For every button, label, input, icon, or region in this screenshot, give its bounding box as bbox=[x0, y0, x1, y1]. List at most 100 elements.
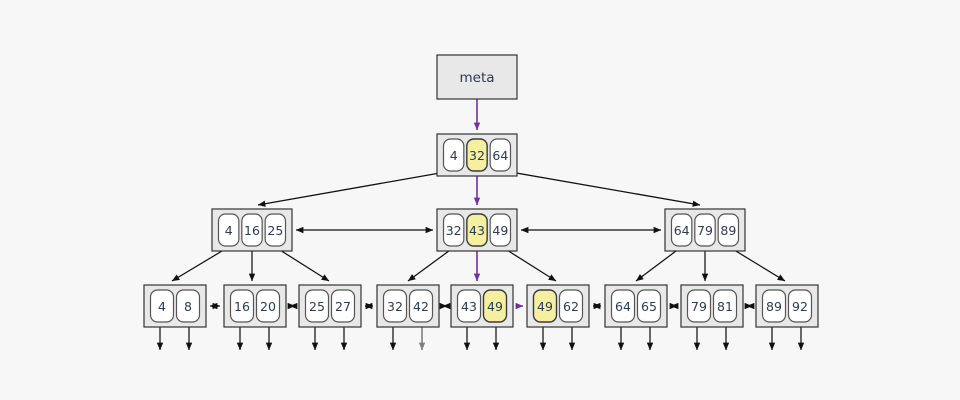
key-cell[interactable]: 49 bbox=[489, 213, 512, 247]
edges-root-to-internal bbox=[257, 169, 701, 207]
key-cell[interactable]: 16 bbox=[241, 213, 263, 247]
key-cell-label: 16 bbox=[234, 299, 250, 314]
key-cell[interactable]: 92 bbox=[787, 289, 813, 323]
key-cell[interactable]: 8 bbox=[175, 289, 201, 323]
key-cell-box bbox=[229, 289, 255, 323]
key-cell-box bbox=[636, 289, 662, 323]
key-cell-label: 89 bbox=[766, 299, 782, 314]
tree-node-leaf-3[interactable]: 25 27 bbox=[298, 284, 362, 328]
key-cell[interactable]: 64 bbox=[610, 289, 636, 323]
key-cell[interactable]: 89 bbox=[761, 289, 787, 323]
key-cell[interactable]: 25 bbox=[264, 213, 287, 247]
key-cell-label: 64 bbox=[492, 148, 508, 163]
key-cell[interactable]: 42 bbox=[408, 289, 434, 323]
key-cell-label: 27 bbox=[335, 299, 351, 314]
key-cell[interactable]: 4 bbox=[442, 138, 465, 172]
key-cell[interactable]: 32 bbox=[442, 213, 465, 247]
tree-node-root[interactable]: 4 32 64 bbox=[436, 133, 518, 177]
key-cell[interactable]: 79 bbox=[694, 213, 716, 247]
key-cell-label: 64 bbox=[674, 223, 690, 238]
meta-node[interactable]: meta bbox=[436, 54, 518, 100]
key-cell-box bbox=[712, 289, 738, 323]
key-cell-label: 49 bbox=[492, 223, 508, 238]
key-cell-highlighted bbox=[532, 289, 558, 323]
key-cell-label: 92 bbox=[792, 299, 808, 314]
key-cell[interactable]: 4 bbox=[149, 289, 175, 323]
key-cell[interactable]: 65 bbox=[636, 289, 662, 323]
key-cell-label: 89 bbox=[720, 223, 736, 238]
key-cell-box bbox=[304, 289, 330, 323]
key-cell-label: 16 bbox=[244, 223, 260, 238]
key-cell-label: 43 bbox=[461, 299, 477, 314]
key-cell-label: 49 bbox=[487, 299, 503, 314]
tree-node-leaf-7[interactable]: 64 65 bbox=[604, 284, 668, 328]
key-cell-box bbox=[442, 138, 465, 172]
key-cell-box bbox=[255, 289, 281, 323]
key-cell-highlighted bbox=[466, 213, 488, 247]
key-cell-box bbox=[761, 289, 787, 323]
key-cell-box bbox=[456, 289, 482, 323]
key-cell-label: 25 bbox=[267, 223, 283, 238]
key-cell[interactable]: 89 bbox=[717, 213, 740, 247]
key-cell-label: 32 bbox=[446, 223, 462, 238]
key-cell-box bbox=[408, 289, 434, 323]
key-cell-box bbox=[717, 213, 740, 247]
key-cell-box bbox=[670, 213, 693, 247]
key-cell-label: 4 bbox=[225, 223, 233, 238]
key-cell-label: 81 bbox=[717, 299, 733, 314]
key-cell-highlighted bbox=[482, 289, 508, 323]
key-cell[interactable]: 20 bbox=[255, 289, 281, 323]
key-cell-label: 79 bbox=[691, 299, 707, 314]
key-cell[interactable]: 43 bbox=[456, 289, 482, 323]
tree-node-leaf-9[interactable]: 89 92 bbox=[755, 284, 819, 328]
tree-node-leaf-5[interactable]: 43 49 bbox=[450, 284, 514, 328]
key-cell-box bbox=[175, 289, 201, 323]
key-cell-label: 4 bbox=[158, 299, 166, 314]
key-cell[interactable]: 16 bbox=[229, 289, 255, 323]
key-cell-box bbox=[686, 289, 712, 323]
key-cell-label: 20 bbox=[260, 299, 276, 314]
key-cell-label: 62 bbox=[563, 299, 579, 314]
key-cell-box bbox=[787, 289, 813, 323]
key-cell[interactable]: 43 bbox=[466, 213, 488, 247]
tree-node-leaf-8[interactable]: 79 81 bbox=[680, 284, 744, 328]
tree-node-leaf-6[interactable]: 49 62 bbox=[526, 284, 590, 328]
key-cell[interactable]: 25 bbox=[304, 289, 330, 323]
key-cell-label: 64 bbox=[615, 299, 631, 314]
tree-node-leaf-4[interactable]: 32 42 bbox=[376, 284, 440, 328]
key-cell[interactable]: 32 bbox=[466, 138, 488, 172]
key-cell[interactable]: 49 bbox=[532, 289, 558, 323]
key-cell-box bbox=[694, 213, 716, 247]
key-cell-label: 32 bbox=[469, 148, 485, 163]
key-cell-box bbox=[489, 213, 512, 247]
key-cell[interactable]: 62 bbox=[558, 289, 584, 323]
key-cell[interactable]: 79 bbox=[686, 289, 712, 323]
key-cell-label: 65 bbox=[641, 299, 657, 314]
key-cell[interactable]: 32 bbox=[382, 289, 408, 323]
key-cell-label: 43 bbox=[469, 223, 485, 238]
key-cell[interactable]: 27 bbox=[330, 289, 356, 323]
key-cell-label: 49 bbox=[537, 299, 553, 314]
key-cell-box bbox=[442, 213, 465, 247]
tree-node-internal-mid[interactable]: 32 43 49 bbox=[436, 208, 518, 252]
key-cell[interactable]: 81 bbox=[712, 289, 738, 323]
key-cell-box bbox=[149, 289, 175, 323]
key-cell-label: 32 bbox=[387, 299, 403, 314]
tree-node-internal-right[interactable]: 64 79 89 bbox=[664, 208, 746, 252]
key-cell-label: 42 bbox=[413, 299, 429, 314]
key-cell[interactable]: 64 bbox=[489, 138, 512, 172]
key-cell-highlighted bbox=[466, 138, 488, 172]
key-cell[interactable]: 4 bbox=[217, 213, 240, 247]
tree-node-internal-left[interactable]: 4 16 25 bbox=[211, 208, 293, 252]
key-cell[interactable]: 64 bbox=[670, 213, 693, 247]
key-cell[interactable]: 49 bbox=[482, 289, 508, 323]
key-cell-label: 8 bbox=[184, 299, 192, 314]
key-cell-label: 25 bbox=[309, 299, 325, 314]
key-cell-box bbox=[382, 289, 408, 323]
key-cell-box bbox=[241, 213, 263, 247]
